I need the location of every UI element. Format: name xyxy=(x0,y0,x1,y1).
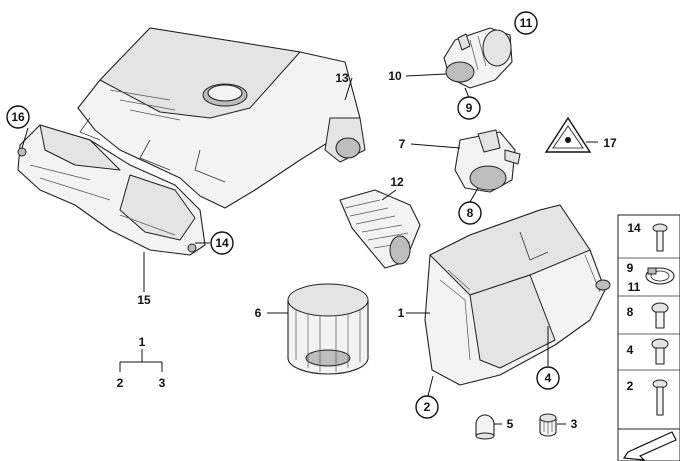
svg-text:11: 11 xyxy=(520,16,533,30)
svg-text:5: 5 xyxy=(507,417,514,431)
callout-2-legend: 2 xyxy=(117,376,124,390)
svg-text:12: 12 xyxy=(390,175,404,189)
warning-triangle-icon xyxy=(544,116,592,153)
svg-text:14: 14 xyxy=(215,236,229,250)
callout-15: 15 xyxy=(137,293,151,307)
hose-clamp-part xyxy=(645,267,675,285)
callout-8: 8 xyxy=(458,201,482,225)
air-flow-sensor-part xyxy=(454,129,521,193)
intake-duct-part xyxy=(17,124,206,256)
svg-text:3: 3 xyxy=(571,417,578,431)
svg-text:6: 6 xyxy=(255,306,262,320)
leader-lines xyxy=(21,73,598,425)
callout-13: 13 xyxy=(335,71,349,85)
callout-2: 2 xyxy=(415,395,439,419)
svg-text:10: 10 xyxy=(388,69,402,83)
svg-text:2: 2 xyxy=(424,400,431,414)
callout-7: 7 xyxy=(399,137,406,151)
callout-5: 5 xyxy=(507,417,514,431)
panel-label-11: 11 xyxy=(628,280,641,294)
callout-12: 12 xyxy=(390,175,404,189)
intake-cover-part xyxy=(77,27,366,209)
screw-2-part xyxy=(652,379,668,416)
panel-label-2: 2 xyxy=(627,379,634,393)
callout-16: 16 xyxy=(6,105,30,129)
intake-hose-part xyxy=(443,27,513,89)
callout-1: 1 xyxy=(398,306,405,320)
callout-3-legend: 3 xyxy=(159,376,166,390)
svg-text:16: 16 xyxy=(11,110,25,124)
svg-text:3: 3 xyxy=(159,376,166,390)
svg-text:4: 4 xyxy=(545,371,552,385)
panel-label-9: 9 xyxy=(627,261,634,275)
svg-text:2: 2 xyxy=(117,376,124,390)
arrow-icon xyxy=(617,428,680,461)
grommet-3-part xyxy=(539,413,557,437)
svg-text:17: 17 xyxy=(603,136,617,150)
air-filter-part xyxy=(287,283,369,375)
bolt-4-part xyxy=(651,338,669,365)
hardware-panel xyxy=(617,214,680,430)
svg-text:15: 15 xyxy=(137,293,151,307)
callout-14: 14 xyxy=(210,231,234,255)
screw-8-part xyxy=(651,302,669,329)
screw-14-part xyxy=(652,223,668,252)
rubber-mount-5-part xyxy=(475,414,495,440)
panel-label-8: 8 xyxy=(627,305,634,319)
callout-4: 4 xyxy=(536,366,560,390)
callout-9: 9 xyxy=(457,96,481,120)
callout-3: 3 xyxy=(571,417,578,431)
svg-text:7: 7 xyxy=(399,137,406,151)
panel-label-4: 4 xyxy=(627,343,634,357)
callout-11: 11 xyxy=(514,11,538,35)
svg-text:9: 9 xyxy=(466,101,473,115)
callout-10: 10 xyxy=(388,69,402,83)
callout-1-legend: 1 xyxy=(139,335,146,349)
callout-6: 6 xyxy=(255,306,262,320)
svg-text:8: 8 xyxy=(467,206,474,220)
callout-17: 17 xyxy=(603,136,617,150)
filter-housing-part xyxy=(424,204,611,386)
svg-text:13: 13 xyxy=(335,71,349,85)
panel-label-14: 14 xyxy=(627,221,641,235)
bellows-part xyxy=(339,189,421,269)
svg-text:1: 1 xyxy=(398,306,405,320)
svg-text:1: 1 xyxy=(139,335,146,349)
